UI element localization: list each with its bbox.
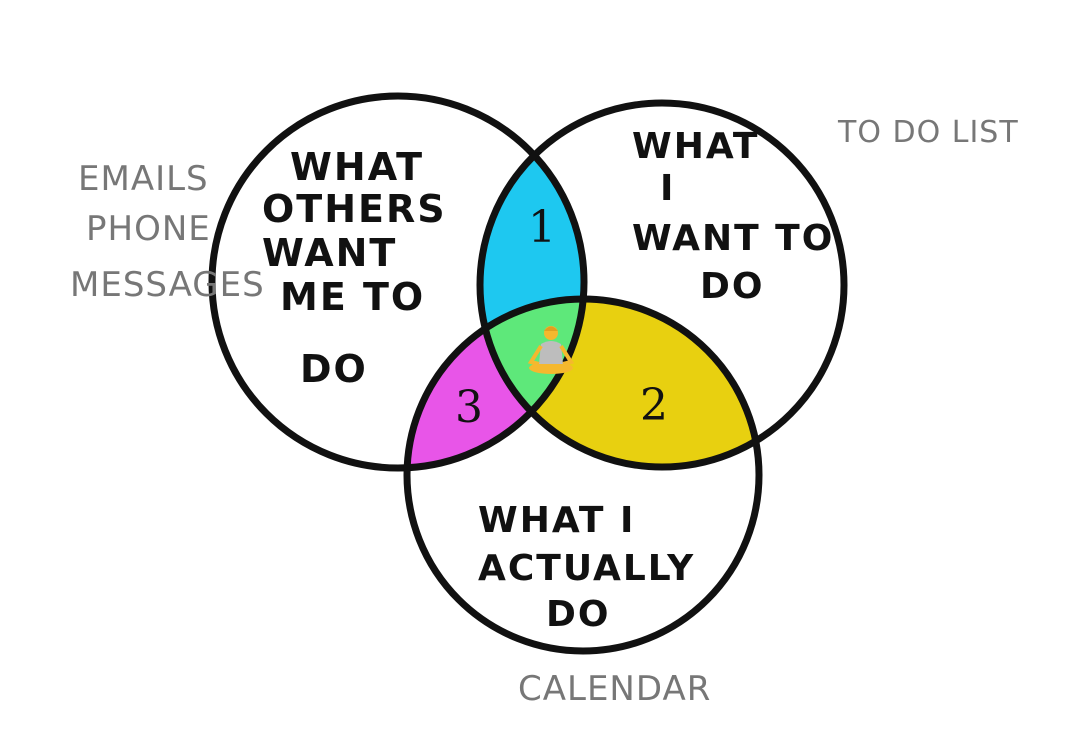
region-2-label: 2 bbox=[640, 380, 668, 431]
side-label-todo-list: TO DO LIST bbox=[837, 115, 1019, 150]
meditating-person-icon bbox=[527, 326, 575, 374]
side-label-messages: MESSAGES bbox=[70, 265, 265, 305]
left-line: DO bbox=[300, 347, 368, 391]
bottom-line: ACTUALLY bbox=[478, 548, 695, 589]
bottom-circle-text: WHAT I ACTUALLY DO bbox=[478, 500, 695, 635]
side-label-calendar: CALENDAR bbox=[518, 669, 711, 709]
left-circle-text: WHAT OTHERS WANT ME TO DO bbox=[262, 145, 447, 391]
left-circle bbox=[208, 92, 588, 472]
left-line: WHAT bbox=[290, 145, 424, 189]
right-circle bbox=[476, 99, 848, 471]
region-3-fill bbox=[407, 299, 584, 468]
left-line: OTHERS bbox=[262, 187, 447, 231]
right-line: I bbox=[660, 168, 675, 209]
left-line: ME TO bbox=[280, 275, 425, 319]
left-side-labels: EMAILS PHONE MESSAGES bbox=[70, 159, 265, 305]
region-3-label: 3 bbox=[455, 382, 483, 433]
bottom-line: WHAT I bbox=[478, 500, 635, 541]
right-line: DO bbox=[700, 266, 765, 307]
right-line: WANT TO bbox=[632, 218, 834, 259]
side-label-phone: PHONE bbox=[86, 209, 211, 249]
region-1-label: 1 bbox=[528, 202, 556, 253]
bottom-line: DO bbox=[546, 594, 611, 635]
bottom-circle bbox=[403, 295, 763, 655]
right-line: WHAT bbox=[632, 126, 759, 167]
circle-outlines bbox=[208, 92, 848, 655]
left-line: WANT bbox=[262, 231, 397, 275]
right-circle-text: WHAT I WANT TO DO bbox=[632, 126, 834, 307]
side-label-emails: EMAILS bbox=[78, 159, 209, 199]
